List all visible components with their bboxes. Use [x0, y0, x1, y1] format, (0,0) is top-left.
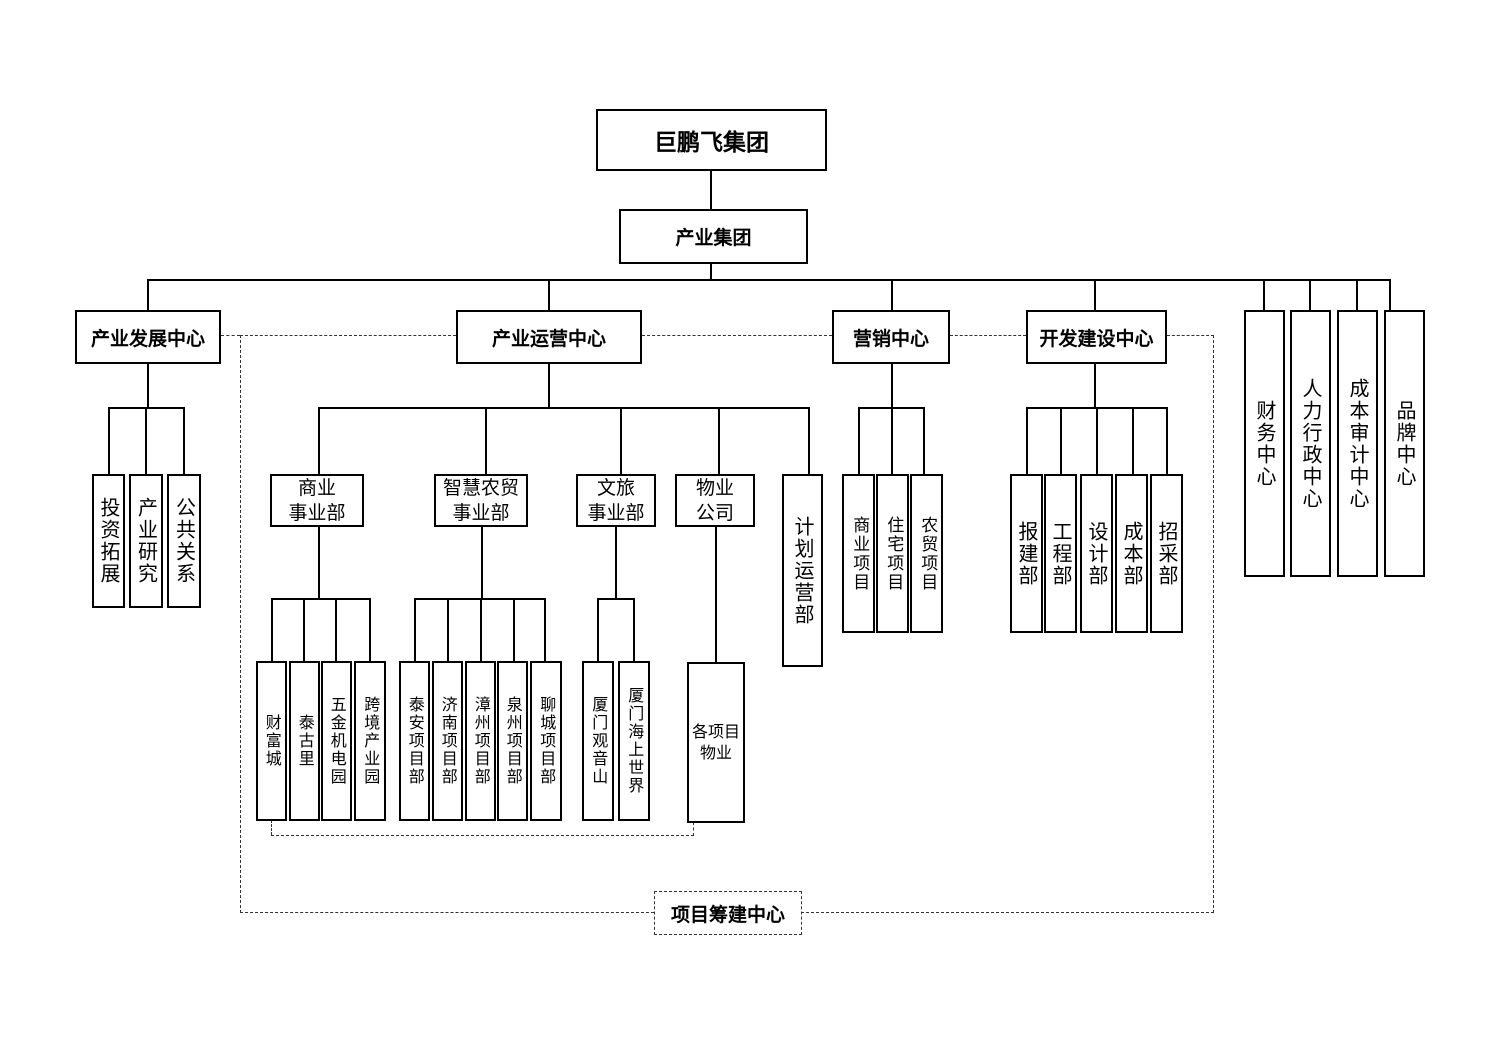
agri-project-label: 济南项目部 — [438, 696, 458, 786]
center-mkt: 营销中心 — [832, 310, 950, 364]
agri-project-label: 聊城项目部 — [537, 696, 557, 786]
mkt-sub-label: 住宅项目 — [883, 515, 904, 592]
group-label: 产业集团 — [675, 227, 752, 249]
division-commerce: 商业 事业部 — [270, 474, 364, 527]
dev-sub-box: 产业研究 — [129, 474, 163, 608]
division-tourism-label: 文旅 事业部 — [587, 476, 645, 524]
division-tourism: 文旅 事业部 — [576, 474, 656, 527]
commerce-project-box: 财富城 — [256, 661, 287, 821]
center-hr: 人力行政中心 — [1290, 310, 1331, 577]
build-sub-label: 工程部 — [1049, 520, 1073, 587]
division-agri-label: 智慧农贸 事业部 — [442, 476, 519, 524]
tourism-project-label: 厦门观音山 — [589, 696, 609, 786]
commerce-project-box: 跨境产业园 — [354, 661, 386, 821]
agri-project-label: 泰安项目部 — [405, 696, 425, 786]
mkt-sub-label: 农贸项目 — [917, 515, 938, 592]
commerce-project-label: 泰古里 — [295, 714, 315, 768]
agri-project-box: 济南项目部 — [432, 661, 463, 821]
property-project-box: 各项目 物业 — [687, 662, 745, 823]
dev-sub-box: 投资拓展 — [92, 474, 125, 608]
agri-project-box: 泰安项目部 — [399, 661, 430, 821]
root-label: 巨鹏飞集团 — [654, 130, 769, 156]
division-planning-label: 计划运营部 — [791, 515, 815, 626]
build-sub-box: 报建部 — [1010, 474, 1043, 633]
center-brand-label: 品牌中心 — [1393, 399, 1417, 488]
build-sub-box: 招采部 — [1150, 474, 1183, 633]
commerce-project-label: 五金机电园 — [327, 696, 347, 786]
dev-sub-label: 产业研究 — [134, 497, 159, 585]
build-sub-box: 设计部 — [1080, 474, 1113, 633]
tourism-project-box: 厦门海上世界 — [618, 661, 650, 821]
center-dev-label: 产业发展中心 — [90, 327, 205, 350]
center-audit: 成本审计中心 — [1337, 310, 1378, 577]
agri-project-label: 漳州项目部 — [471, 696, 491, 786]
dev-sub-label: 公共关系 — [172, 497, 197, 585]
dev-sub-box: 公共关系 — [167, 474, 201, 608]
build-sub-label: 报建部 — [1015, 520, 1039, 587]
dev-sub-label: 投资拓展 — [97, 497, 121, 585]
center-dev: 产业发展中心 — [75, 310, 221, 364]
agri-project-box: 漳州项目部 — [465, 661, 496, 821]
build-sub-label: 设计部 — [1085, 520, 1109, 587]
center-ops-label: 产业运营中心 — [491, 327, 606, 350]
center-hr-label: 人力行政中心 — [1299, 377, 1323, 510]
center-finance: 财务中心 — [1244, 310, 1285, 577]
tourism-project-box: 厦门观音山 — [582, 661, 614, 821]
build-sub-box: 成本部 — [1115, 474, 1148, 633]
mkt-sub-label: 商业项目 — [849, 515, 870, 592]
agri-project-box: 泉州项目部 — [497, 661, 528, 821]
property-project-label: 各项目 物业 — [691, 721, 740, 762]
group-box: 产业集团 — [619, 209, 808, 264]
center-audit-label: 成本审计中心 — [1346, 377, 1370, 510]
commerce-project-box: 五金机电园 — [321, 661, 352, 821]
commerce-project-label: 财富城 — [262, 714, 282, 768]
agri-project-label: 泉州项目部 — [503, 696, 523, 786]
project-center-label: 项目筹建中心 — [670, 903, 785, 926]
agri-project-box: 聊城项目部 — [530, 661, 562, 821]
build-sub-box: 工程部 — [1044, 474, 1077, 633]
build-sub-label: 成本部 — [1120, 520, 1144, 587]
division-planning: 计划运营部 — [782, 474, 823, 667]
center-build: 开发建设中心 — [1026, 310, 1167, 364]
commerce-project-label: 跨境产业园 — [361, 696, 381, 786]
mkt-sub-box: 商业项目 — [842, 474, 875, 633]
mkt-sub-box: 住宅项目 — [876, 474, 909, 633]
center-mkt-label: 营销中心 — [852, 327, 929, 350]
build-sub-label: 招采部 — [1155, 520, 1179, 587]
division-agri: 智慧农贸 事业部 — [434, 474, 528, 527]
tourism-project-label: 厦门海上世界 — [625, 687, 645, 795]
center-brand: 品牌中心 — [1384, 310, 1425, 577]
root-box: 巨鹏飞集团 — [596, 109, 827, 171]
center-ops: 产业运营中心 — [456, 310, 642, 364]
division-property: 物业 公司 — [675, 474, 755, 527]
division-property-label: 物业 公司 — [695, 476, 734, 524]
project-center-box: 项目筹建中心 — [654, 891, 802, 935]
center-build-label: 开发建设中心 — [1039, 327, 1154, 350]
center-finance-label: 财务中心 — [1253, 399, 1277, 488]
commerce-project-box: 泰古里 — [289, 661, 320, 821]
division-commerce-label: 商业 事业部 — [288, 476, 346, 524]
mkt-sub-box: 农贸项目 — [910, 474, 943, 633]
